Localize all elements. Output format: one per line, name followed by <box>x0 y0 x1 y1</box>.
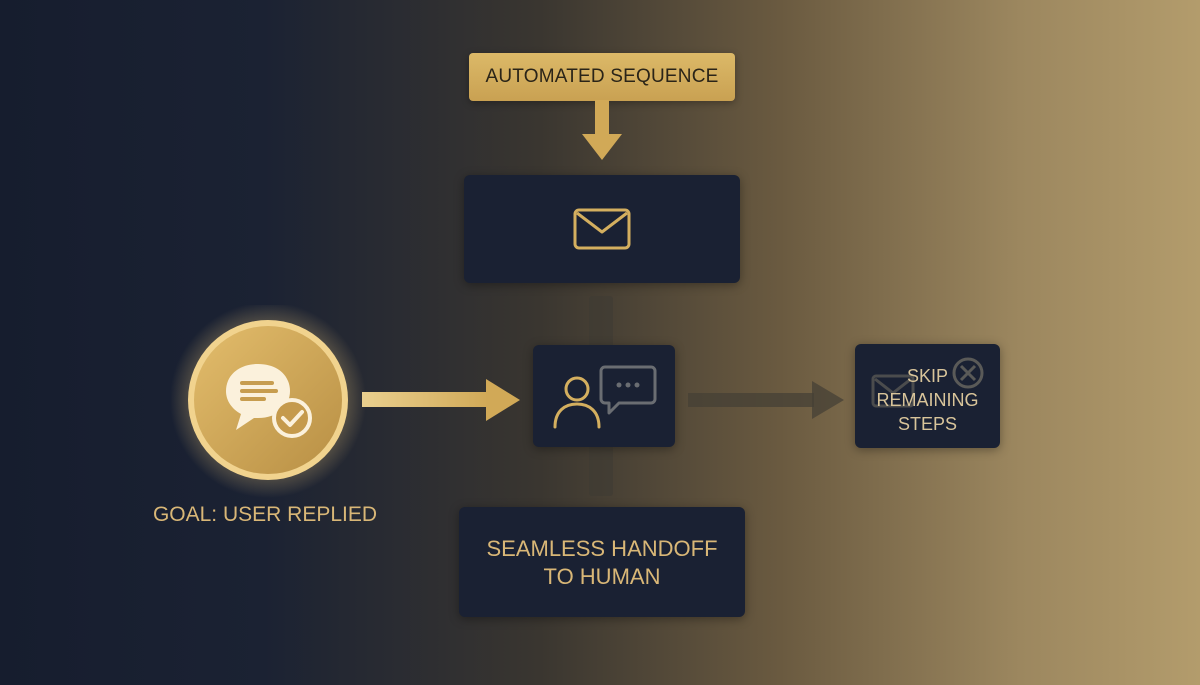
envelope-icon <box>573 208 631 250</box>
handoff-to-skip-arrow <box>688 381 844 419</box>
person-chat-icon <box>553 365 657 429</box>
handoff-label-line1: SEAMLESS HANDOFF <box>486 536 718 561</box>
skip-label-line3: STEPS <box>897 414 958 434</box>
goal-to-handoff-arrow <box>362 379 520 421</box>
skip-label-line1: SKIP <box>906 366 949 386</box>
seamless-handoff-box: SEAMLESS HANDOFF TO HUMAN <box>459 507 745 617</box>
goal-label: GOAL: USER REPLIED <box>152 503 378 526</box>
skip-label-line2: REMAINING <box>876 390 979 410</box>
handoff-label-line2: TO HUMAN <box>543 564 661 589</box>
handoff-label: SEAMLESS HANDOFF TO HUMAN <box>459 535 745 591</box>
automated-sequence-badge: AUTOMATED SEQUENCE <box>469 53 735 101</box>
handoff-node <box>533 345 675 447</box>
automated-sequence-label: AUTOMATED SEQUENCE <box>485 66 719 87</box>
skip-label: SKIP REMAINING STEPS <box>855 364 1000 436</box>
down-arrow <box>582 100 622 160</box>
chat-check-icon <box>226 364 312 438</box>
email-step-node <box>464 175 740 283</box>
skip-node: SKIP REMAINING STEPS <box>855 344 1000 448</box>
envelope-x-icon <box>871 357 984 408</box>
